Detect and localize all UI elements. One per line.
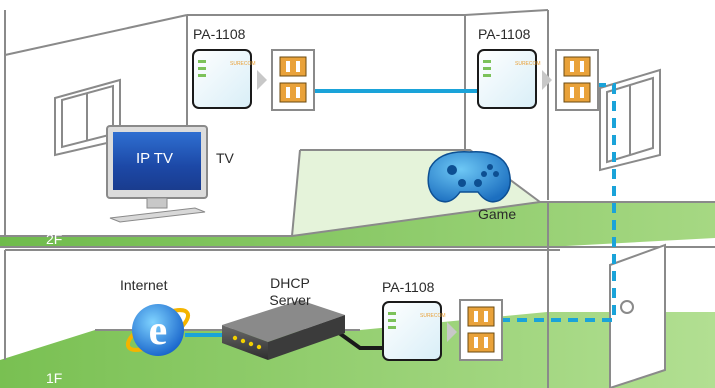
internet-explorer-icon: e: [125, 304, 191, 356]
label-tv: TV: [216, 150, 234, 166]
arrow-right-icon: [542, 70, 552, 90]
floor-1f: [0, 312, 715, 388]
label-internet: Internet: [120, 277, 168, 293]
label-dhcp: DHCP: [270, 275, 310, 291]
svg-text:SURECOM: SURECOM: [515, 61, 541, 67]
arrow-right-icon: [447, 322, 457, 342]
label-pa1108-2f-left: PA-1108: [193, 26, 246, 42]
wall-outlet-icon: [459, 299, 503, 361]
wall-outlet-icon: [555, 49, 599, 111]
label-iptv: IP TV: [136, 150, 173, 167]
svg-text:e: e: [149, 308, 168, 354]
powerline-adapter-icon: SURECOM: [382, 301, 446, 361]
window-icon: [599, 68, 661, 172]
label-game: Game: [478, 206, 517, 222]
wall-outlet-icon: [271, 49, 315, 111]
svg-text:SURECOM: SURECOM: [420, 313, 446, 319]
powerline-link-vertical: [500, 83, 616, 322]
powerline-adapter-icon: SURECOM: [192, 49, 256, 109]
svg-text:SURECOM: SURECOM: [230, 61, 256, 67]
tv-icon: [106, 125, 208, 223]
label-pa1108-2f-right: PA-1108: [478, 26, 531, 42]
router-icon: [222, 300, 345, 360]
label-floor-2f: 2F: [46, 231, 63, 247]
arrow-right-icon: [257, 70, 267, 90]
powerline-adapter-icon: SURECOM: [477, 49, 541, 109]
ethernet-cable-router: [333, 328, 390, 350]
floor-2f: [0, 202, 715, 247]
gamepad-icon: [427, 151, 511, 203]
label-floor-1f: 1F: [46, 370, 63, 386]
label-server: Server: [269, 292, 311, 308]
door-icon: [609, 243, 666, 388]
label-pa1108-1f: PA-1108: [382, 279, 435, 295]
